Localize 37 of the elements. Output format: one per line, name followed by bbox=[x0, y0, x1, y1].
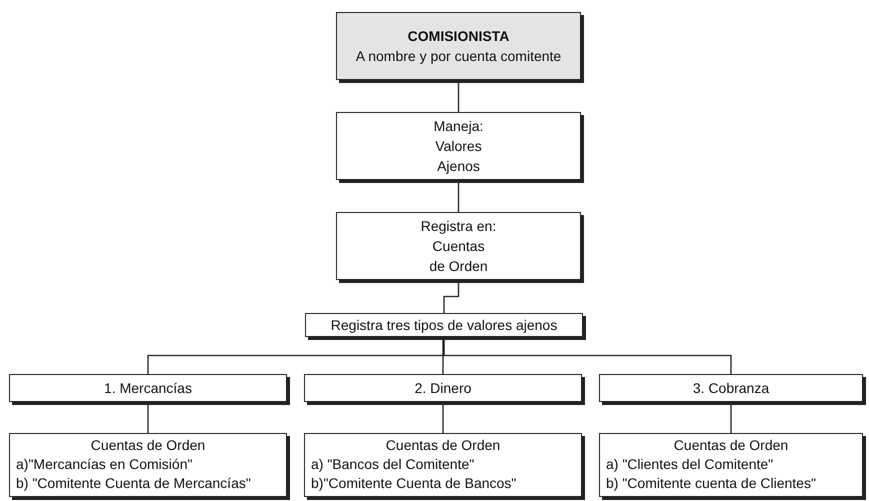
box-text: 3. Cobranza bbox=[692, 379, 770, 398]
box-text: a)"Mercancías en Comisión" bbox=[16, 455, 194, 474]
box-text: Valores Ajenos bbox=[434, 137, 483, 176]
account-box bbox=[9, 433, 287, 497]
connector-line bbox=[147, 402, 149, 433]
connector-line bbox=[730, 402, 732, 433]
connector-line bbox=[458, 180, 460, 212]
account-box bbox=[304, 433, 582, 497]
connector-line bbox=[443, 337, 732, 374]
process-box bbox=[336, 12, 581, 80]
process-box bbox=[599, 374, 863, 402]
process-box bbox=[336, 212, 581, 280]
connector-line bbox=[458, 80, 460, 112]
box-heading: Maneja: bbox=[434, 117, 484, 136]
connector-line bbox=[442, 402, 444, 433]
box-text: Registra tres tipos de valores ajenos bbox=[330, 316, 558, 335]
box-text: b)"Comitente Cuenta de Bancos" bbox=[311, 474, 518, 493]
box-text: a) "Clientes del Comitente" bbox=[606, 455, 774, 474]
connector-line bbox=[442, 337, 444, 374]
box-text: 2. Dinero bbox=[414, 379, 472, 398]
box-text: a) "Bancos del Comitente" bbox=[311, 455, 476, 474]
box-heading: COMISIONISTA bbox=[408, 27, 510, 46]
connector-line bbox=[443, 280, 460, 313]
box-text: b) "Comitente cuenta de Clientes" bbox=[606, 474, 817, 493]
box-heading: Cuentas de Orden bbox=[672, 436, 790, 455]
box-heading: Registra en: bbox=[420, 217, 496, 236]
process-box bbox=[336, 112, 581, 180]
account-box bbox=[599, 433, 863, 497]
box-text: Cuentas de Orden bbox=[428, 237, 489, 276]
box-text: 1. Mercancías bbox=[104, 379, 192, 398]
process-box bbox=[304, 374, 582, 402]
box-heading: Cuentas de Orden bbox=[90, 436, 206, 455]
process-box bbox=[9, 374, 287, 402]
process-box bbox=[305, 313, 583, 337]
box-text: b) "Comitente Cuenta de Mercancías" bbox=[16, 474, 252, 493]
box-heading: Cuentas de Orden bbox=[384, 436, 502, 455]
box-text: A nombre y por cuenta comitente bbox=[356, 47, 562, 66]
